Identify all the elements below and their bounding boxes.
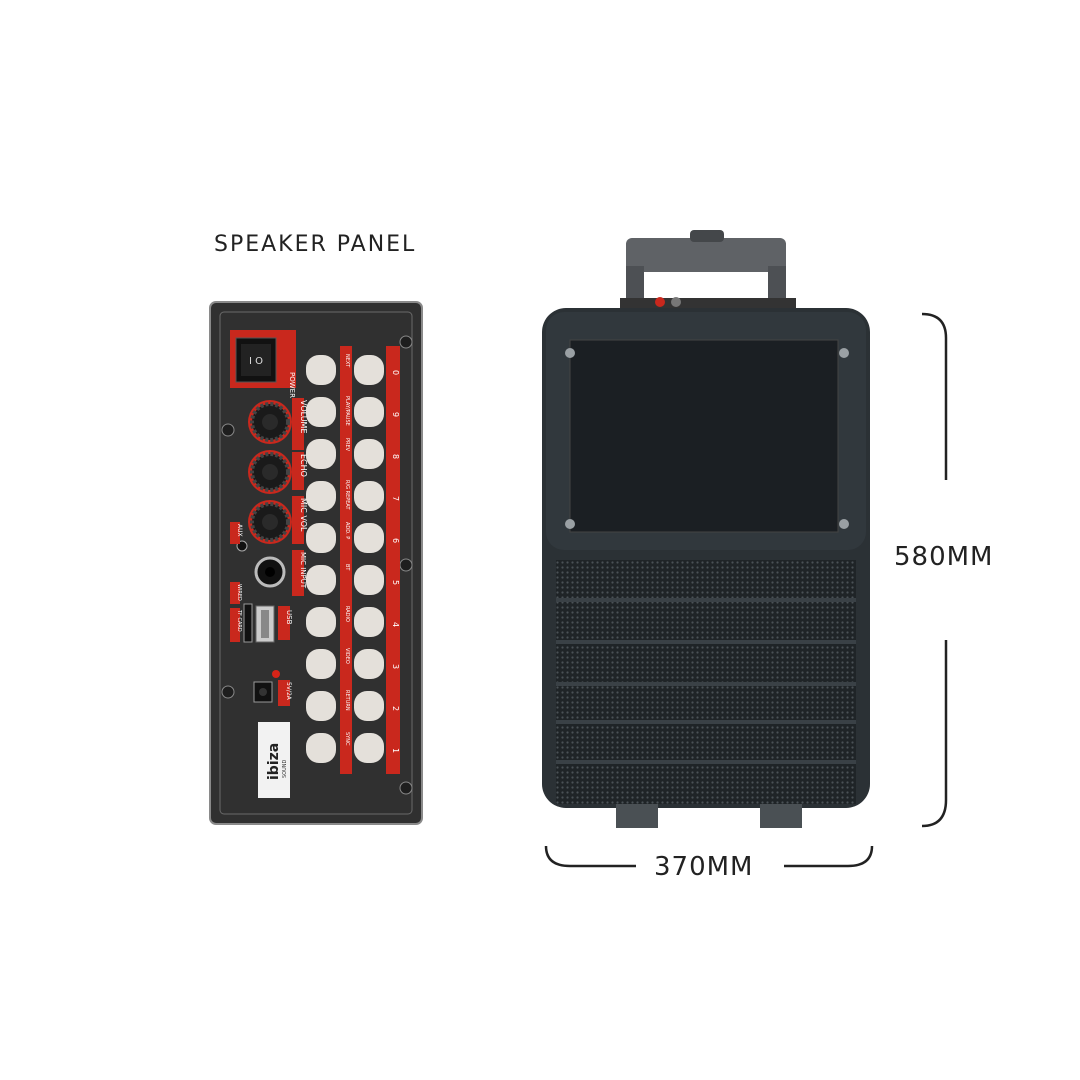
function-label: NEXT xyxy=(344,354,350,368)
wired-label: WIRED xyxy=(236,584,242,601)
power-in-label: 5V/2A xyxy=(285,682,292,701)
number-label: 5 xyxy=(391,580,400,585)
number-button[interactable] xyxy=(354,649,384,679)
svg-text:SOUND: SOUND xyxy=(282,759,288,778)
number-label: 7 xyxy=(391,496,400,501)
number-label: 9 xyxy=(391,412,400,417)
function-label: ADD. P xyxy=(344,522,350,539)
panel-button[interactable] xyxy=(306,481,336,511)
function-label: RETURN xyxy=(344,690,350,711)
aux-label: AUX xyxy=(236,524,243,537)
screw-icon xyxy=(221,685,235,699)
number-button[interactable] xyxy=(354,565,384,595)
video-screen xyxy=(569,339,839,533)
screw-icon xyxy=(399,781,413,795)
echo-label: ECHO xyxy=(299,454,308,477)
function-label: VIDEO xyxy=(344,648,350,664)
usb-label: USB xyxy=(285,610,293,625)
number-button[interactable] xyxy=(354,481,384,511)
panel-button[interactable] xyxy=(306,691,336,721)
volume-knob[interactable] xyxy=(248,400,292,444)
echo-knob[interactable] xyxy=(248,450,292,494)
number-button[interactable] xyxy=(354,607,384,637)
number-label: 2 xyxy=(391,706,400,711)
number-label: 4 xyxy=(391,622,400,627)
panel-button[interactable] xyxy=(306,733,336,763)
number-button[interactable] xyxy=(354,355,384,385)
tf-card-slot[interactable] xyxy=(243,603,253,643)
number-button[interactable] xyxy=(354,691,384,721)
brand-logo xyxy=(258,722,290,798)
mic-input-label: MIC INPUT xyxy=(299,552,307,589)
number-button[interactable] xyxy=(354,733,384,763)
screw-icon xyxy=(399,335,413,349)
function-label: SYNC xyxy=(344,732,350,746)
number-button[interactable] xyxy=(354,523,384,553)
screw-icon xyxy=(221,423,235,437)
function-label: BT xyxy=(344,564,350,571)
page-title: SPEAKER PANEL xyxy=(214,232,417,257)
number-label: 6 xyxy=(391,538,400,543)
number-label: 1 xyxy=(391,748,400,753)
number-button[interactable] xyxy=(354,439,384,469)
mic-vol-knob[interactable] xyxy=(248,500,292,544)
led-indicator xyxy=(272,670,280,678)
panel-button[interactable] xyxy=(306,607,336,637)
number-label: 8 xyxy=(391,454,400,459)
svg-text:I O: I O xyxy=(249,356,263,367)
svg-text:ibiza: ibiza xyxy=(266,743,282,780)
cabinet-foot xyxy=(760,804,802,828)
cabinet-foot xyxy=(616,804,658,828)
speaker-control-panel: I O POWER VOLUME ECHO MIC VOL MIC INPUT … xyxy=(209,301,423,825)
number-label: 3 xyxy=(391,664,400,669)
panel-button[interactable] xyxy=(306,649,336,679)
tf-card-label: TF CARD xyxy=(236,609,242,632)
function-label: PLAY/PAUSE xyxy=(344,396,350,426)
width-dimension-label: 370MM xyxy=(654,852,754,882)
panel-button[interactable] xyxy=(306,397,336,427)
function-label: PREV xyxy=(344,438,350,452)
trolley-handle[interactable] xyxy=(626,238,786,272)
panel-button[interactable] xyxy=(306,565,336,595)
height-dimension-label: 580MM xyxy=(894,542,994,572)
panel-button[interactable] xyxy=(306,523,336,553)
panel-button[interactable] xyxy=(306,355,336,385)
function-label: R/G REPEAT xyxy=(344,480,350,510)
number-button[interactable] xyxy=(354,397,384,427)
number-label: 0 xyxy=(391,370,400,375)
mic-vol-label: MIC VOL xyxy=(299,498,308,532)
volume-label: VOLUME xyxy=(299,400,308,434)
speaker-cabinet xyxy=(542,230,870,828)
function-label: RADIO xyxy=(344,606,350,622)
panel-button[interactable] xyxy=(306,439,336,469)
power-label: POWER xyxy=(288,372,296,398)
